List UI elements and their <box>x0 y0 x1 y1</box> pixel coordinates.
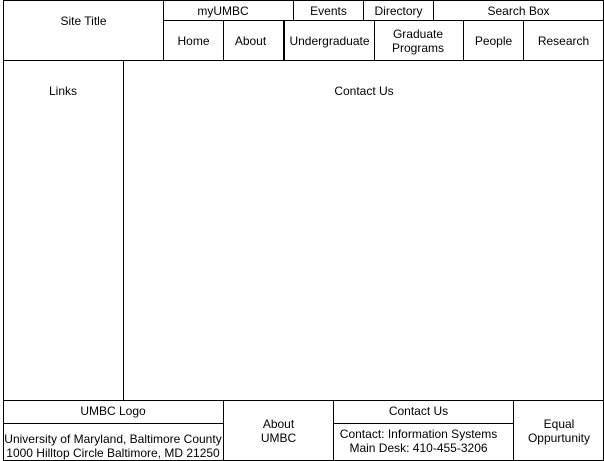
top-nav-events-label: Events <box>310 4 347 18</box>
contact-line1: Contact: Information Systems <box>339 427 498 441</box>
contact-heading[interactable]: Contact Us <box>388 404 449 418</box>
nav-people[interactable] <box>463 20 524 61</box>
equal-opportunity-line1[interactable]: Equal <box>543 417 575 431</box>
nav-research[interactable] <box>523 20 604 61</box>
nav-about[interactable] <box>223 20 284 61</box>
address-line1: University of Maryland, Baltimore County <box>4 432 222 446</box>
about-umbc-line1[interactable]: About <box>262 417 295 431</box>
main-content-title: Contact Us <box>334 84 394 98</box>
links-sidebar: Links <box>48 84 77 98</box>
footer-col2-divider <box>333 400 334 461</box>
nav-graduate-line1: Graduate <box>392 27 444 41</box>
top-nav-myumbc-label: myUMBC <box>197 4 249 18</box>
about-umbc-line2[interactable]: UMBC <box>260 431 297 445</box>
nav-graduate-programs[interactable] <box>374 20 464 61</box>
sidebar-divider <box>123 60 124 401</box>
search-box-label: Search Box <box>487 4 550 18</box>
nav-home[interactable] <box>163 20 224 61</box>
page-frame <box>3 0 604 461</box>
address-line2: 1000 Hilltop Circle Baltimore, MD 21250 <box>6 446 220 460</box>
nav-graduate-line2: Programs <box>391 41 444 55</box>
top-nav-directory-label: Directory <box>374 4 423 18</box>
contact-underline <box>333 423 513 424</box>
footer-divider <box>3 400 604 401</box>
nav-research-label: Research <box>537 34 590 48</box>
site-title-box[interactable] <box>3 0 164 61</box>
contact-line2: Main Desk: 410-455-3206 <box>349 441 488 455</box>
umbc-logo: UMBC Logo <box>80 404 146 418</box>
equal-opportunity-line2[interactable]: Oppurtunity <box>527 431 591 445</box>
nav-undergraduate-label: Undergraduate <box>289 34 370 48</box>
nav-about-label: About <box>234 34 267 48</box>
footer-col3-divider <box>513 400 514 461</box>
footer-col1-divider <box>223 400 224 461</box>
nav-people-label: People <box>474 34 513 48</box>
nav-undergraduate[interactable] <box>284 20 375 61</box>
nav-home-label: Home <box>177 34 210 48</box>
logo-underline <box>3 423 223 424</box>
site-title: Site Title <box>60 14 107 28</box>
